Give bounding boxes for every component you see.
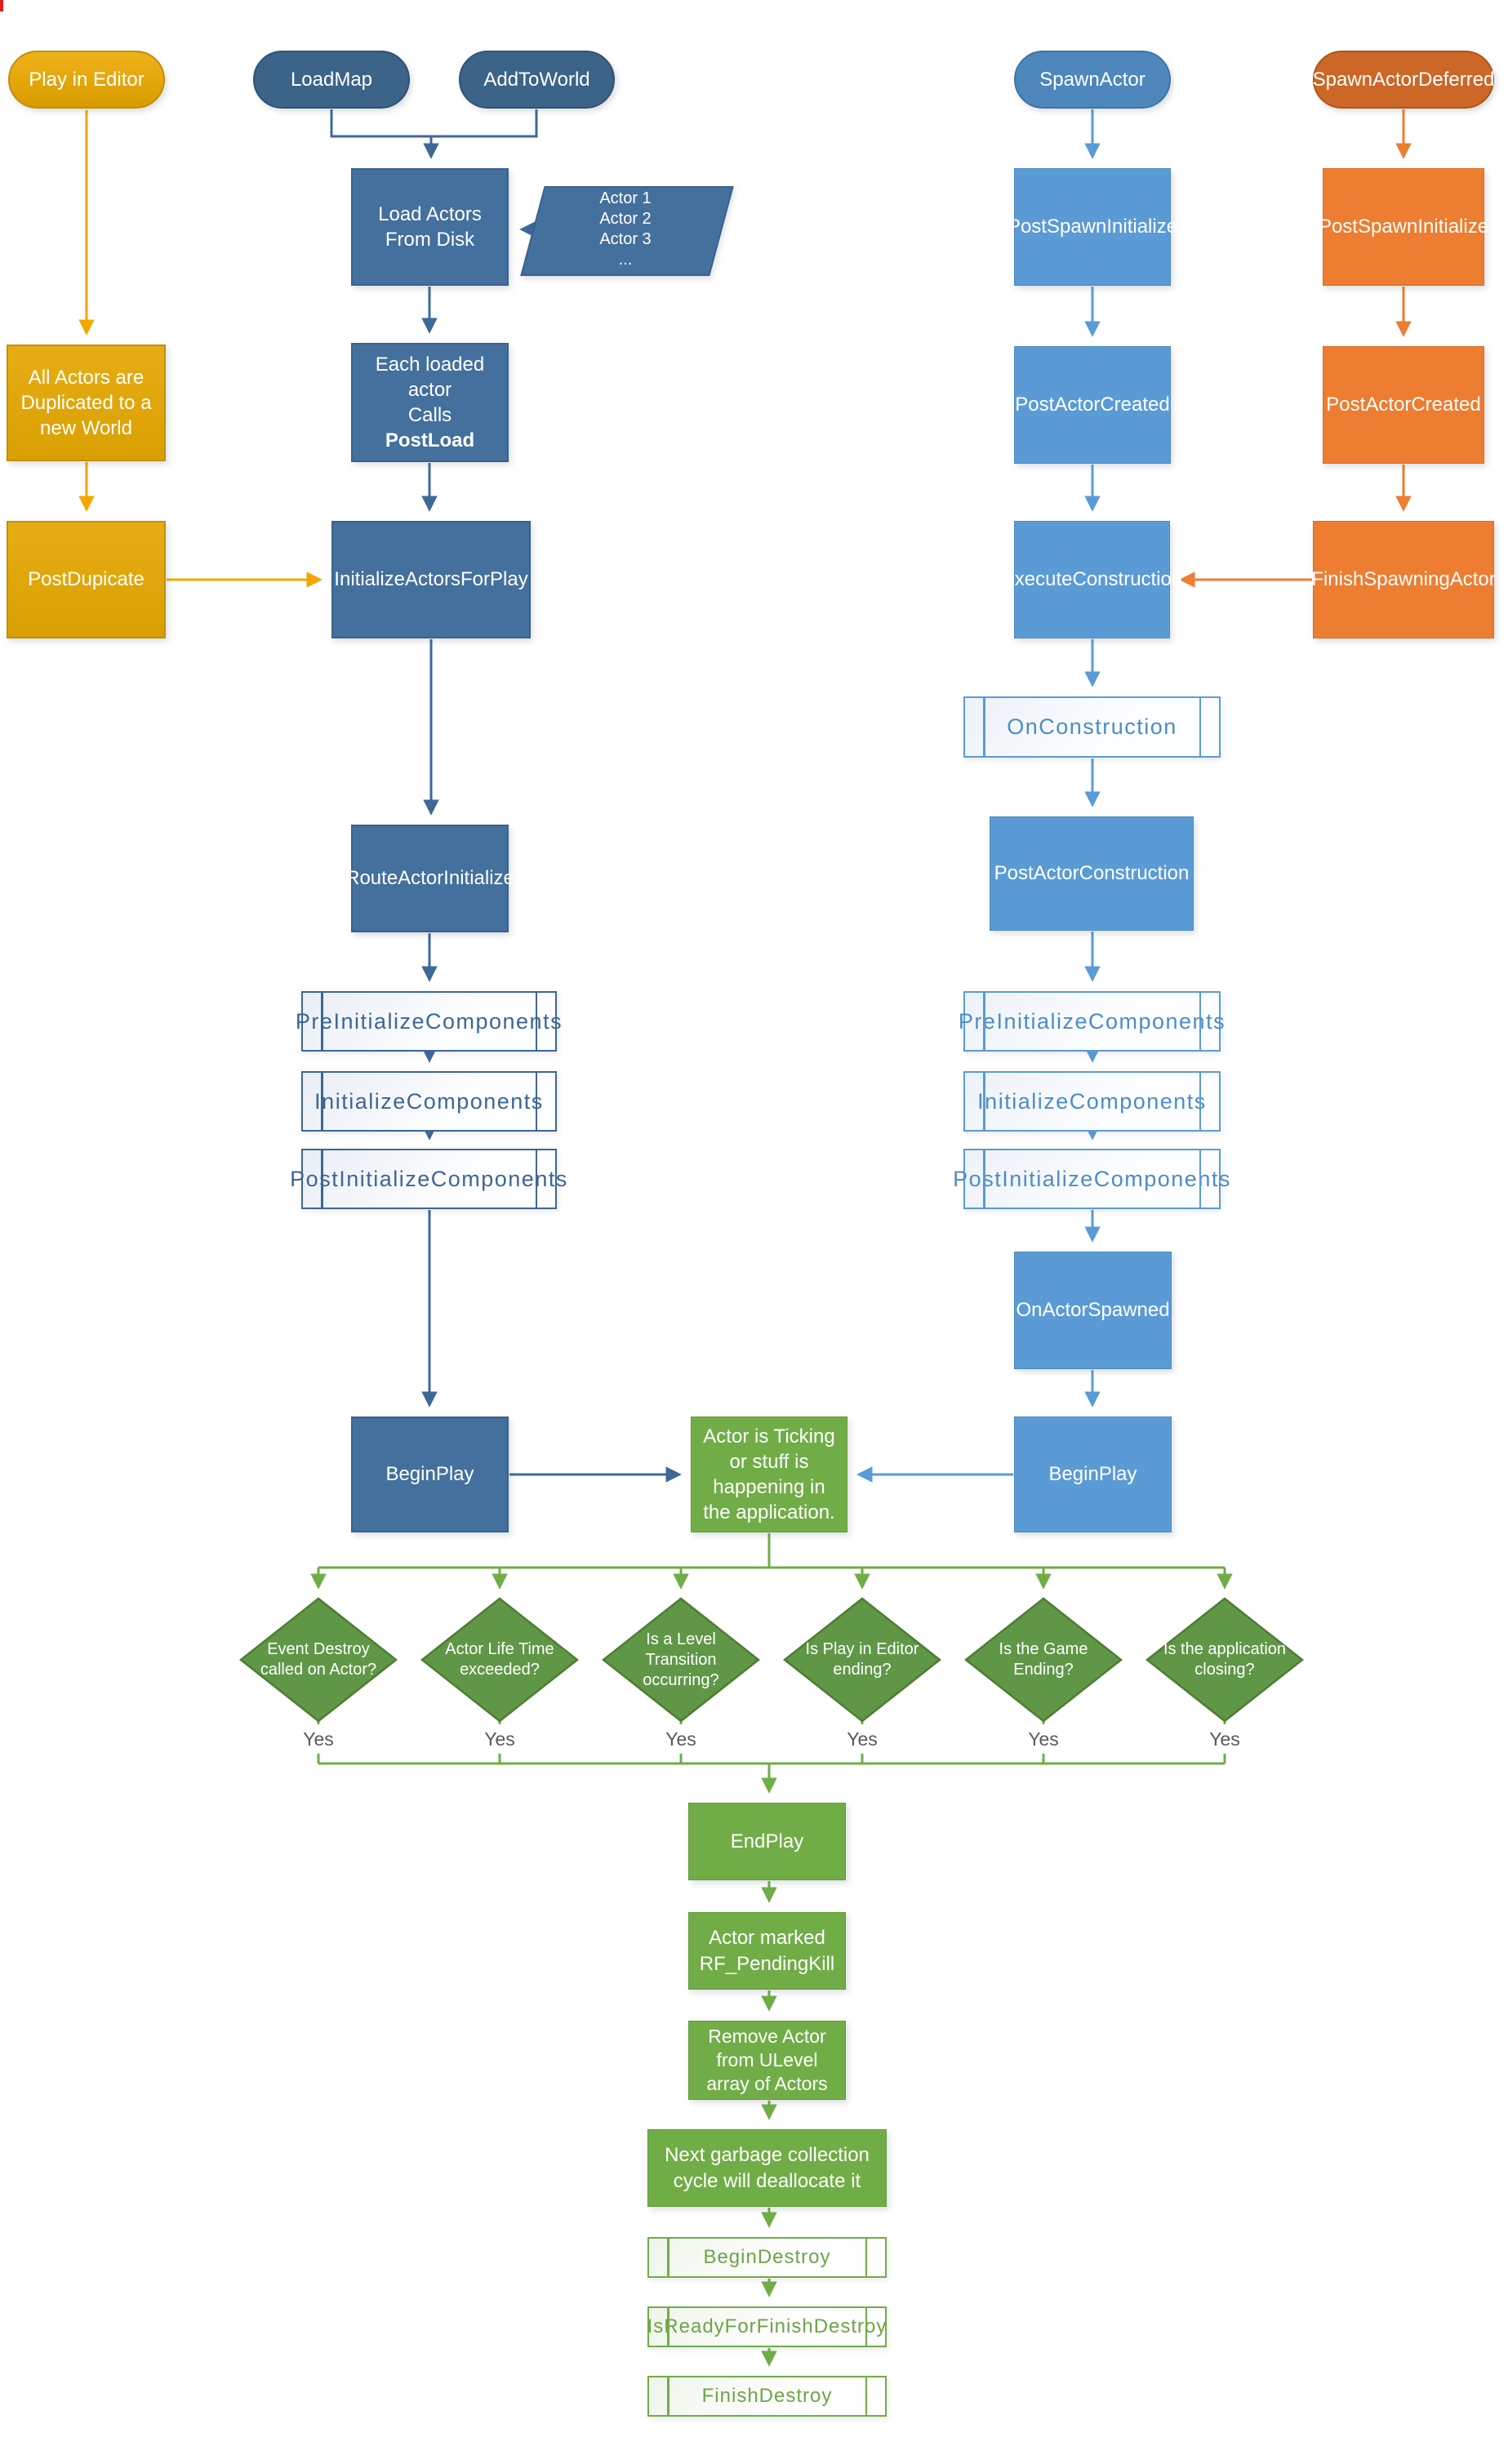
yes-label: Yes xyxy=(656,1724,705,1754)
pre-initialize-components-mid: PreInitializeComponents xyxy=(296,991,562,1052)
next-garbage-collection-box: Next garbage collection cycle will deall… xyxy=(647,2129,887,2207)
end-play-box: EndPlay xyxy=(688,1803,846,1880)
actor-list-text: Actor 1 Actor 2 Actor 3 ... xyxy=(532,186,718,273)
finish-destroy-subprocess: FinishDestroy xyxy=(647,2376,887,2417)
decision-pie-ending: Is Play in Editor ending? xyxy=(805,1640,919,1679)
begin-destroy-subprocess: BeginDestroy xyxy=(647,2237,887,2278)
start-load-map: LoadMap xyxy=(253,51,410,109)
post-actor-created-blue-box: PostActorCreated xyxy=(1014,346,1171,464)
decision-event-destroy: Event Destroy called on Actor? xyxy=(260,1640,377,1679)
on-construction-subprocess: OnConstruction xyxy=(963,696,1221,758)
post-actor-created-orange-box: PostActorCreated xyxy=(1323,346,1484,464)
execute-construction-box: ExecuteConstruction xyxy=(1002,521,1182,638)
post-spawn-initialize-blue-box: PostSpawnInitialize xyxy=(1008,168,1177,286)
yes-label: Yes xyxy=(294,1724,343,1754)
actor-list-line: Actor 1 xyxy=(599,189,652,207)
decision-lifetime-exceeded: Actor Life Time exceeded? xyxy=(445,1640,554,1679)
diamond-shape xyxy=(1145,1597,1305,1723)
post-initialize-components-right: PostInitializeComponents xyxy=(953,1149,1230,1209)
begin-play-mid-box: BeginPlay xyxy=(351,1417,509,1532)
diamond-shape xyxy=(782,1597,942,1723)
each-loaded-actor-line2: Calls PostLoad xyxy=(361,403,499,453)
post-dupicate-box: PostDupicate xyxy=(7,521,166,638)
post-actor-construction-box: PostActorConstruction xyxy=(990,816,1194,931)
start-add-to-world: AddToWorld xyxy=(459,51,615,109)
yes-label: Yes xyxy=(475,1724,524,1754)
green-connectors xyxy=(310,1533,1233,2367)
diamond-shape xyxy=(420,1597,580,1723)
initialize-actors-for-play-box: InitializeActorsForPlay xyxy=(331,521,531,638)
route-actor-initialize-box: RouteActorInitialize xyxy=(345,825,514,932)
diamond-shape xyxy=(963,1597,1123,1723)
all-actors-duplicated-box: All Actors are Duplicated to a new World xyxy=(7,345,166,461)
screen-artifact xyxy=(0,0,3,11)
remove-actor-ulevel-box: Remove Actor from ULevel array of Actors xyxy=(688,2021,846,2100)
load-actors-from-disk-box: Load Actors From Disk xyxy=(351,168,509,286)
calls-text: Calls xyxy=(407,404,452,426)
actor-ticking-box: Actor is Ticking or stuff is happening i… xyxy=(691,1417,847,1532)
orange-connectors xyxy=(1179,109,1412,588)
diamond-shape xyxy=(238,1597,398,1723)
mid-blue-connectors xyxy=(330,109,682,1483)
gold-connectors xyxy=(78,110,323,588)
diamond-shape xyxy=(601,1597,761,1723)
post-initialize-components-mid: PostInitializeComponents xyxy=(290,1149,567,1209)
right-blue-connectors xyxy=(856,109,1101,1483)
actor-list-line: Actor 3 xyxy=(599,230,652,248)
on-actor-spawned-box: OnActorSpawned xyxy=(1014,1252,1172,1369)
is-ready-for-finish-destroy-subprocess: IsReadyForFinishDestroy xyxy=(647,2306,887,2347)
actor-list-line: Actor 2 xyxy=(599,210,652,228)
pre-initialize-components-right: PreInitializeComponents xyxy=(959,991,1225,1052)
initialize-components-mid: InitializeComponents xyxy=(301,1071,557,1132)
start-spawn-actor: SpawnActor xyxy=(1014,51,1171,109)
actor-list-line: ... xyxy=(618,251,633,269)
yes-label: Yes xyxy=(1200,1724,1249,1754)
decision-game-ending: Is the Game Ending? xyxy=(999,1640,1088,1679)
decision-level-transition: Is a Level Transition occurring? xyxy=(643,1630,719,1689)
yes-label: Yes xyxy=(1019,1724,1068,1754)
decision-diamonds xyxy=(238,1597,1305,1723)
yes-label: Yes xyxy=(838,1724,887,1754)
each-loaded-actor-box: Each loaded actor Calls PostLoad xyxy=(351,343,509,462)
each-loaded-actor-line1: Each loaded actor xyxy=(375,353,485,401)
postload-text: PostLoad xyxy=(385,429,475,452)
start-play-in-editor: Play in Editor xyxy=(8,51,165,109)
post-spawn-initialize-orange-box: PostSpawnInitialize xyxy=(1319,168,1488,286)
initialize-components-right: InitializeComponents xyxy=(963,1071,1221,1132)
start-spawn-actor-deferred: SpawnActorDeferred xyxy=(1313,51,1494,109)
finish-spawning-actor-box: FinishSpawningActor xyxy=(1311,521,1496,638)
actor-marked-pending-kill-box: Actor marked RF_PendingKill xyxy=(688,1912,846,1990)
begin-play-right-box: BeginPlay xyxy=(1014,1417,1172,1532)
decision-app-closing: Is the application closing? xyxy=(1163,1640,1287,1679)
